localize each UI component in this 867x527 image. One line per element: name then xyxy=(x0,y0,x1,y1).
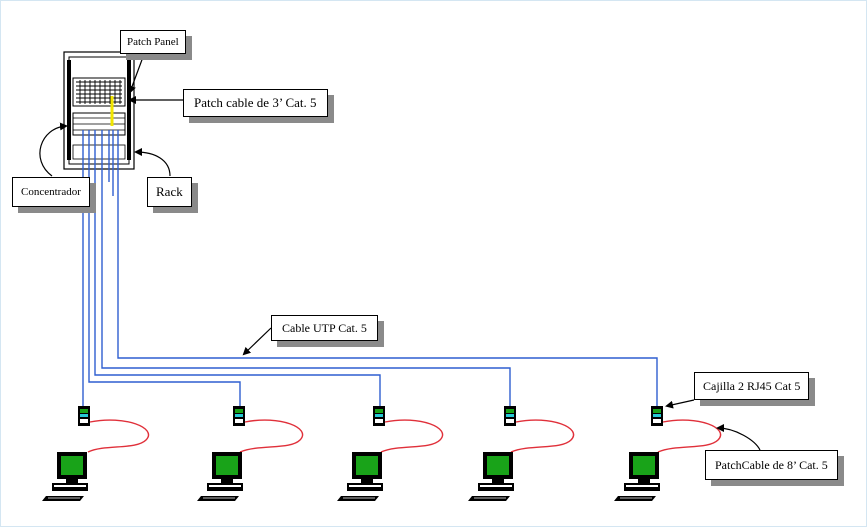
cable-utp-3 xyxy=(94,130,381,406)
wall-jack-3 xyxy=(373,406,385,426)
concentrador xyxy=(72,112,126,136)
label-concentrador: Concentrador xyxy=(12,177,90,207)
patch-cable-8ft-1 xyxy=(87,419,149,453)
cable-utp-4 xyxy=(101,130,511,406)
cable-utp-5 xyxy=(117,130,658,406)
patch-cable-8ft-5 xyxy=(657,419,722,453)
wall-jack-1 xyxy=(78,406,90,426)
patch-cables-8ft xyxy=(87,419,722,453)
arrow-patch-panel xyxy=(128,56,144,94)
patch-cable-8ft-4 xyxy=(510,419,575,453)
wall-jack-2 xyxy=(233,406,245,426)
label-patch-cable-3ft: Patch cable de 3’ Cat. 5 xyxy=(183,89,328,117)
arrow-cable-utp xyxy=(242,327,272,356)
workstation-1 xyxy=(42,452,88,501)
arrow-patchcable-8 xyxy=(716,424,761,451)
workstation-5 xyxy=(614,452,660,501)
cable-utp-bundle xyxy=(82,130,658,406)
wall-jack-4 xyxy=(504,406,516,426)
label-cable-utp: Cable UTP Cat. 5 xyxy=(271,315,378,341)
label-patch-panel: Patch Panel xyxy=(120,30,186,54)
label-patchcable-8ft: PatchCable de 8’ Cat. 5 xyxy=(705,450,838,480)
workstation-2 xyxy=(197,452,243,501)
patch-panel xyxy=(72,77,126,107)
patch-cable-8ft-2 xyxy=(239,419,304,453)
arrow-cajilla xyxy=(665,399,695,409)
patch-cable-8ft-3 xyxy=(380,419,444,453)
arrow-rack xyxy=(134,148,171,177)
arrow-concentrador xyxy=(39,122,68,177)
workstation-4 xyxy=(468,452,514,501)
label-rack: Rack xyxy=(147,177,192,207)
workstation-3 xyxy=(337,452,383,501)
rack xyxy=(63,51,135,170)
cable-utp-2 xyxy=(88,130,241,406)
label-cajilla: Cajilla 2 RJ45 Cat 5 xyxy=(694,372,810,400)
wall-jack-5 xyxy=(651,406,663,426)
